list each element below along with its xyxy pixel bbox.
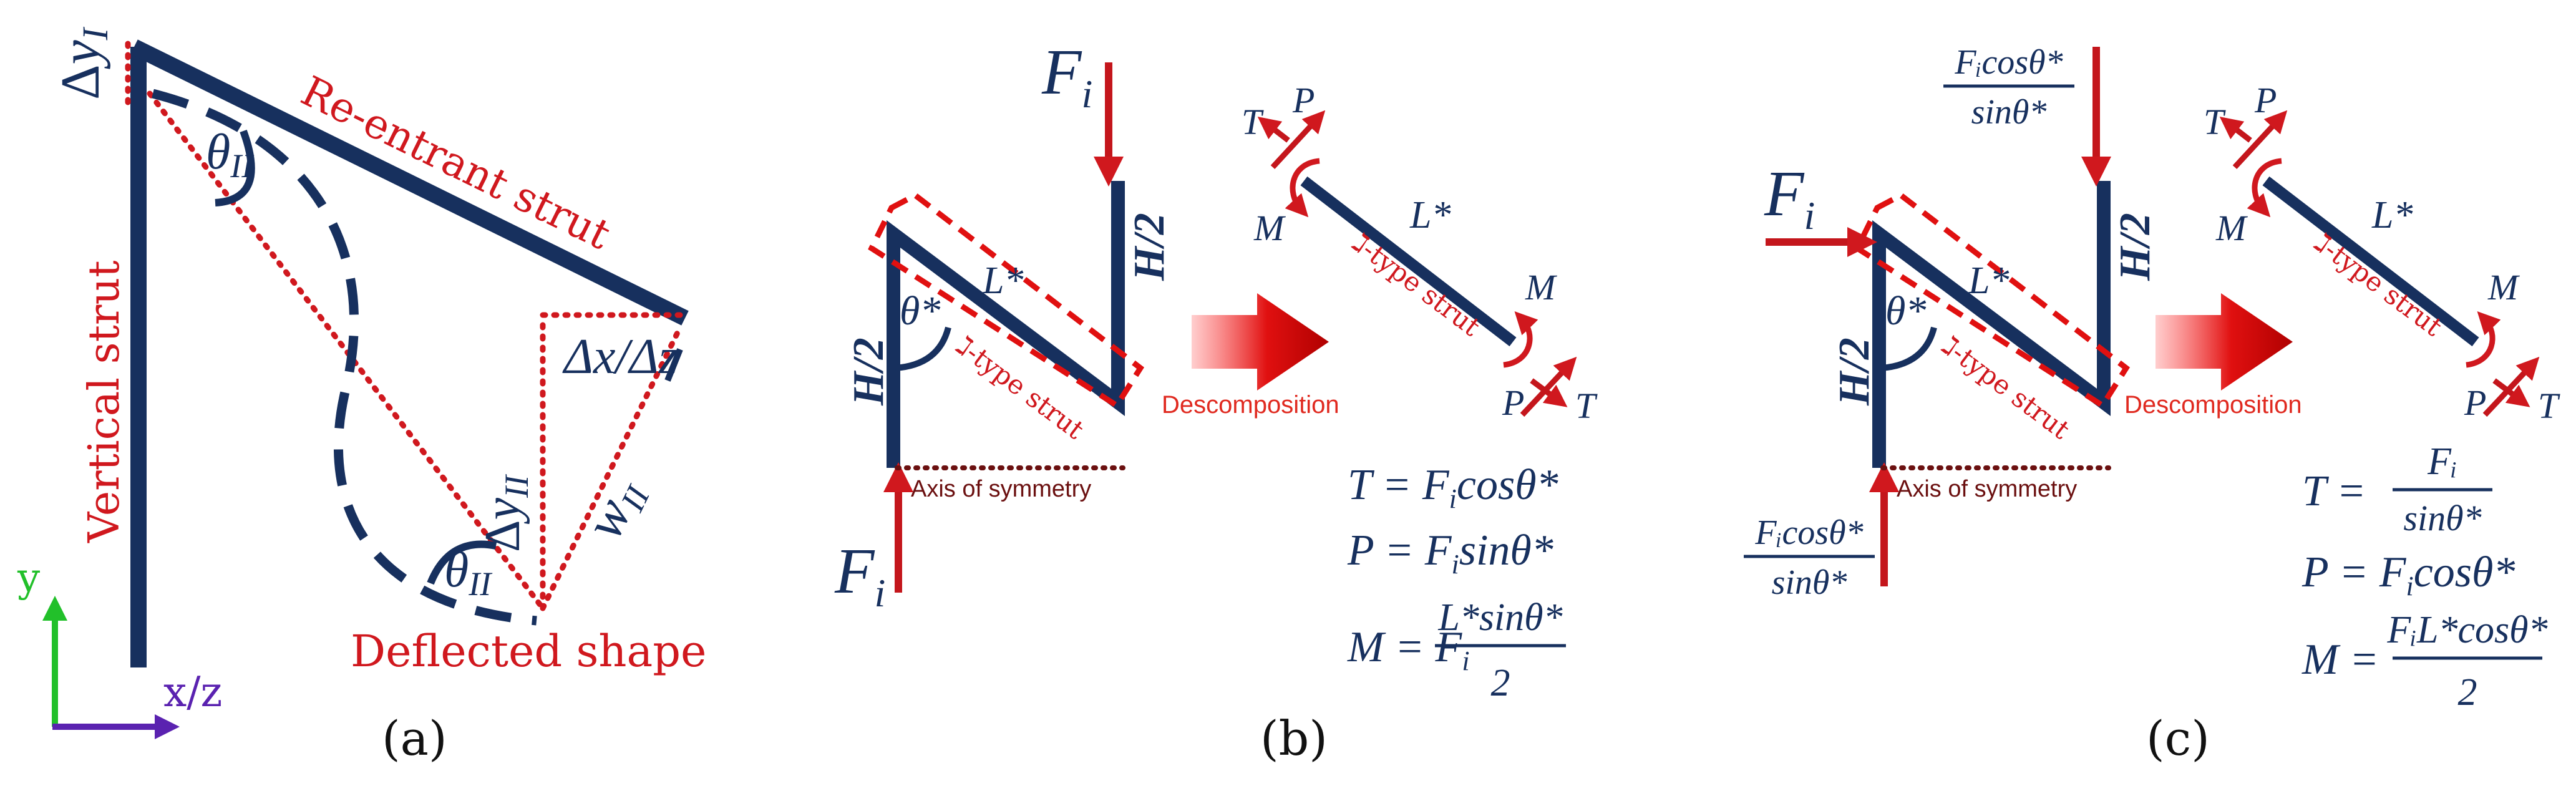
equation-P: P = Ficosθ*	[2301, 548, 2515, 601]
force-bottom-denominator: sinθ*	[1772, 563, 1847, 602]
comp-P-top: P	[2254, 80, 2277, 120]
length-label: L*	[1968, 260, 2009, 302]
force-top-denominator: sinθ*	[1971, 93, 2047, 132]
comp-M-bottom: M	[1525, 267, 1557, 308]
axis-of-symmetry-label: Axis of symmetry	[911, 476, 1091, 502]
theta-label: θ*	[1885, 288, 1926, 334]
isolated-strut	[2262, 176, 2479, 347]
moment-arc-top	[1285, 158, 1320, 218]
equation-M-numerator: L*sinθ*	[1437, 596, 1562, 639]
equation-M-denominator: 2	[1491, 662, 1510, 704]
panel-b: Fi Fi H/2 H/2 θ* L* ℷ-type strut Axis of…	[834, 36, 1598, 766]
decomposition-arrow	[2156, 293, 2293, 391]
h2-right-label: H/2	[1125, 213, 1174, 281]
comp-L-label: L*	[2371, 194, 2413, 236]
comp-L-label: L*	[1409, 194, 1451, 236]
strut-type-label: ℷ-type strut	[951, 330, 1090, 445]
construction-lines	[125, 41, 683, 611]
xz-axis-label: x/z	[163, 668, 222, 716]
deflected-shape	[152, 89, 537, 626]
reentrant-strut-label: Re-entrant strut	[294, 67, 618, 259]
moment-arc-bottom	[2466, 311, 2501, 368]
w2-label: wII	[573, 467, 658, 550]
comp-T-bottom: T	[1575, 386, 1598, 426]
equation-M-lhs: M =	[2301, 636, 2379, 684]
delta-y1-label: ΔyI	[51, 26, 115, 100]
comp-M-top: M	[1253, 208, 1286, 248]
comp-strut-type: ℷ-type strut	[2309, 227, 2448, 342]
decomposition-label: Descomposition	[2124, 391, 2302, 419]
force-top-numerator: Fᵢcosθ*	[1954, 43, 2063, 82]
decomposition-arrow	[1192, 293, 1329, 391]
caption-a: (a)	[382, 711, 447, 766]
comp-T-top: T	[2204, 102, 2226, 142]
comp-P-bottom: P	[1502, 382, 1524, 423]
moment-arc-top	[2247, 158, 2282, 218]
comp-T-top: T	[1242, 102, 1264, 142]
h2-left-label: H/2	[845, 337, 893, 406]
strut-type-label: ℷ-type strut	[1937, 330, 2076, 445]
short-tick	[664, 348, 683, 382]
caption-b: (b)	[1260, 711, 1328, 766]
axis-of-symmetry-label: Axis of symmetry	[1897, 476, 2077, 502]
comp-M-bottom: M	[2487, 267, 2520, 308]
strut-highlight-box	[868, 192, 1145, 410]
shear-arrow-top	[2232, 110, 2288, 170]
comp-P-top: P	[1292, 80, 1315, 120]
comp-T-bottom: T	[2538, 386, 2560, 426]
theta-arc-bottom	[427, 540, 497, 585]
theta-arc	[895, 326, 951, 371]
panel-c: Fᵢcosθ* sinθ* Fi Fᵢcosθ* sinθ* H/2 H/2 θ…	[1744, 43, 2560, 766]
shear-arrow-bottom	[2482, 356, 2540, 417]
h2-right-label: H/2	[2111, 213, 2159, 281]
axial-arrow-top	[1257, 117, 1290, 143]
comp-strut-type: ℷ-type strut	[1347, 227, 1486, 342]
theta2-bottom-label: θII	[444, 543, 493, 603]
theta-arc	[1880, 326, 1937, 371]
length-label: L*	[982, 260, 1023, 302]
equation-T: T = Ficosθ*	[1348, 461, 1558, 514]
shear-arrow-top	[1270, 110, 1326, 170]
comp-M-top: M	[2215, 208, 2248, 248]
panel-a: ΔyI θII Re-entrant strut Vertical strut …	[17, 26, 706, 766]
equation-M-denominator: 2	[2458, 671, 2477, 714]
caption-c: (c)	[2146, 711, 2210, 766]
force-top-label: Fi	[1041, 36, 1092, 116]
equation-T-lhs: T =	[2302, 467, 2366, 515]
y-axis-label: y	[17, 555, 40, 601]
moment-arc-bottom	[1503, 311, 1538, 368]
theta2-top-label: θII	[206, 125, 255, 185]
theta-arc-top	[215, 129, 255, 206]
deflected-shape-label: Deflected shape	[351, 626, 706, 677]
axial-arrow-top	[2219, 117, 2252, 143]
force-bottom-label: Fi	[834, 535, 885, 615]
equation-M-numerator: FᵢL*cosθ*	[2386, 609, 2547, 651]
dx-dz-label: Δx/Δz	[562, 329, 678, 384]
comp-P-bottom: P	[2464, 382, 2486, 423]
isolated-strut	[1300, 176, 1517, 347]
theta-label: θ*	[900, 288, 940, 334]
delta-y2-label: ΔyII	[475, 473, 535, 552]
n-shaped-strut	[887, 181, 1125, 468]
n-shaped-strut	[1872, 181, 2111, 468]
decomposition-label: Descomposition	[1162, 391, 1339, 419]
force-bottom-numerator: Fᵢcosθ*	[1754, 513, 1863, 552]
force-left-label: Fi	[1764, 158, 1815, 238]
h2-left-label: H/2	[1830, 337, 1879, 406]
strut-highlight-box	[1854, 192, 2131, 410]
equation-P: P = Fisinθ*	[1347, 527, 1553, 580]
reentrant-strut	[130, 39, 689, 326]
shear-arrow-bottom	[1520, 356, 1577, 417]
vertical-strut-label: Vertical strut	[80, 260, 129, 543]
equation-T-numerator: Fᵢ	[2427, 440, 2457, 483]
equation-T-denominator: sinθ*	[2403, 498, 2481, 538]
